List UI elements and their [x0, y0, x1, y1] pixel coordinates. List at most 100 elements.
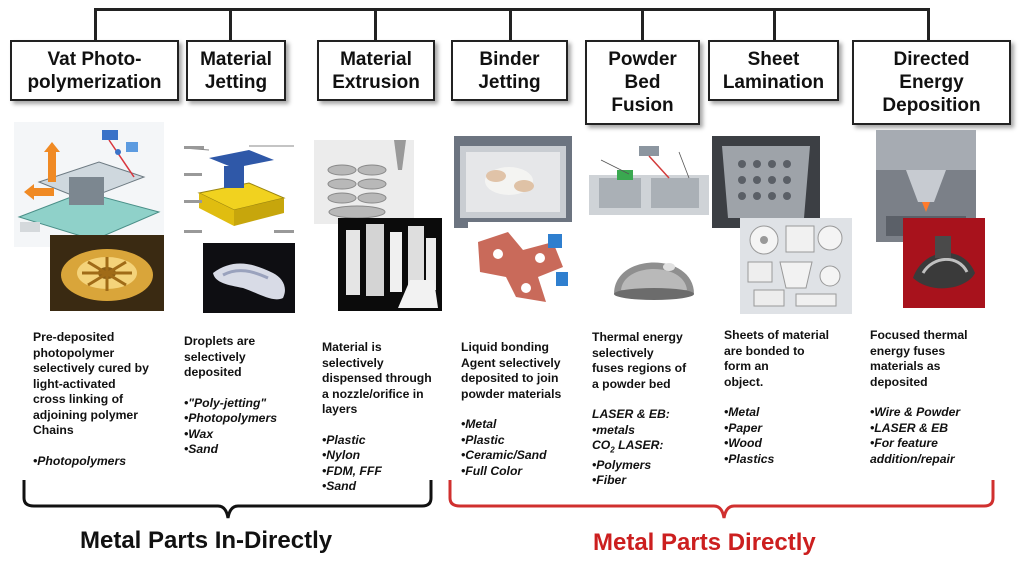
category-sheet-lamination: Sheet Lamination [708, 40, 839, 101]
category-line: Directed [893, 49, 970, 70]
binder-powder-photo [454, 136, 572, 228]
tree-drop-jet [229, 8, 232, 40]
desc-line: Sheets of material [724, 328, 829, 342]
category-line: Vat Photo- [47, 48, 142, 70]
category-line: Fusion [611, 95, 674, 116]
description-vat: Pre-deposited photopolymer selectively c… [33, 330, 149, 469]
group-label-indirect: Metal Parts In-Directly [80, 527, 333, 554]
material-item: •Photopolymers [184, 411, 277, 425]
material-item: •Full Color [461, 463, 523, 478]
description-sheet: Sheets of material are bonded to form an… [724, 328, 829, 467]
co2-suffix: LASER: [614, 438, 664, 452]
jetting-machine-illustration [179, 138, 301, 243]
desc-line: powder materials [461, 386, 562, 401]
co2-laser-heading: CO2 LASER: [592, 438, 686, 458]
category-line: Sheet [747, 48, 800, 70]
material-item: •Sand [184, 442, 219, 456]
extrusion-parts-photo [338, 218, 442, 311]
group-label-direct: Metal Parts Directly [593, 529, 816, 556]
material-item: •Wax [184, 426, 214, 441]
extrusion-layers-photo [314, 140, 414, 224]
desc-line: adjoining polymer [33, 407, 138, 422]
desc-line: a powder bed [592, 376, 671, 391]
material-item: •Paper [724, 420, 763, 435]
tree-drop-pbf [641, 8, 644, 40]
category-powder-bed-fusion: Powder Bed Fusion [585, 40, 700, 125]
category-line: Jetting [478, 71, 541, 93]
desc-line: deposited [184, 365, 242, 379]
tree-drop-ext [374, 8, 377, 40]
desc-line: selectively [322, 355, 384, 370]
material-item: •Wire & Powder [870, 405, 961, 419]
desc-line: materials as [870, 359, 941, 373]
material-item: •"Poly-jetting" [184, 395, 267, 410]
tree-drop-bind [509, 8, 512, 40]
bracket-direct [448, 480, 995, 519]
bracket-indirect [22, 480, 433, 519]
description-extrusion: Material is selectively dispensed throug… [322, 340, 432, 495]
material-item: •Plastic [322, 432, 366, 447]
material-item: addition/repair [870, 451, 955, 466]
desc-line: Focused thermal [870, 328, 968, 342]
desc-line: light-activated [33, 376, 116, 391]
desc-line: fuses regions of [592, 361, 687, 375]
desc-line: Thermal energy [592, 330, 683, 344]
category-line: Binder [479, 48, 540, 70]
material-item: •LASER & EB [870, 420, 949, 435]
material-item: •Nylon [322, 448, 361, 462]
category-material-jetting: Material Jetting [186, 40, 286, 101]
desc-line: energy fuses [870, 343, 946, 358]
co2-prefix: CO [592, 438, 611, 452]
pbf-hemisphere-part-photo [599, 222, 709, 312]
desc-line: selectively [592, 345, 654, 360]
sheet-lamination-parts-photo [740, 218, 852, 314]
desc-line: Agent selectively [461, 355, 561, 370]
desc-line: photopolymer [33, 345, 115, 360]
description-jetting: Droplets are selectively deposited •"Pol… [184, 334, 277, 458]
desc-line: Pre-deposited [33, 330, 115, 344]
tree-drop-ded [927, 8, 930, 40]
desc-line: are bonded to [724, 343, 805, 358]
desc-line: dispensed through [322, 371, 432, 385]
laser-eb-heading: LASER & EB: [592, 407, 670, 421]
desc-line: layers [322, 402, 358, 416]
desc-line: a nozzle/orifice in [322, 386, 424, 401]
vat-resin-part-photo [50, 235, 164, 311]
desc-line: form an [724, 359, 769, 373]
category-line: polymerization [27, 71, 162, 93]
category-binder-jetting: Binder Jetting [451, 40, 568, 101]
material-item: •For feature [870, 436, 938, 450]
tree-drop-vat [94, 8, 97, 40]
material-item: •Fiber [592, 473, 627, 488]
desc-line: cross linking of [33, 392, 124, 406]
material-item: •metals [592, 422, 635, 437]
category-directed-energy-deposition: Directed Energy Deposition [852, 40, 1011, 125]
desc-line: selectively [184, 349, 246, 364]
tree-drop-sheet [773, 8, 776, 40]
binder-part-photo [468, 222, 572, 312]
material-item: •Ceramic/Sand [461, 448, 547, 462]
desc-line: deposited [870, 374, 928, 389]
category-line: Bed [624, 72, 661, 93]
material-item: •Metal [724, 405, 760, 419]
desc-line: Liquid bonding [461, 340, 549, 354]
category-line: Deposition [882, 95, 981, 116]
category-material-extrusion: Material Extrusion [317, 40, 435, 101]
desc-line: Material is [322, 340, 382, 354]
category-line: Material [200, 48, 272, 70]
desc-line: Chains [33, 423, 74, 437]
material-item: •Sand [322, 479, 357, 493]
category-line: Material [340, 48, 412, 70]
category-line: Energy [899, 72, 964, 93]
category-vat-photopolymerization: Vat Photo- polymerization [10, 40, 179, 101]
material-item: •Polymers [592, 457, 652, 472]
sheet-lamination-plate-photo [712, 136, 820, 228]
description-ded: Focused thermal energy fuses materials a… [870, 328, 968, 467]
material-item: •FDM, FFF [322, 463, 382, 478]
vat-machine-illustration [14, 122, 164, 247]
category-line: Lamination [722, 71, 825, 93]
category-line: Jetting [204, 71, 268, 93]
description-binder: Liquid bonding Agent selectively deposit… [461, 340, 561, 479]
co2-subscript: 2 [610, 445, 615, 455]
desc-line: selectively cured by [33, 361, 149, 375]
